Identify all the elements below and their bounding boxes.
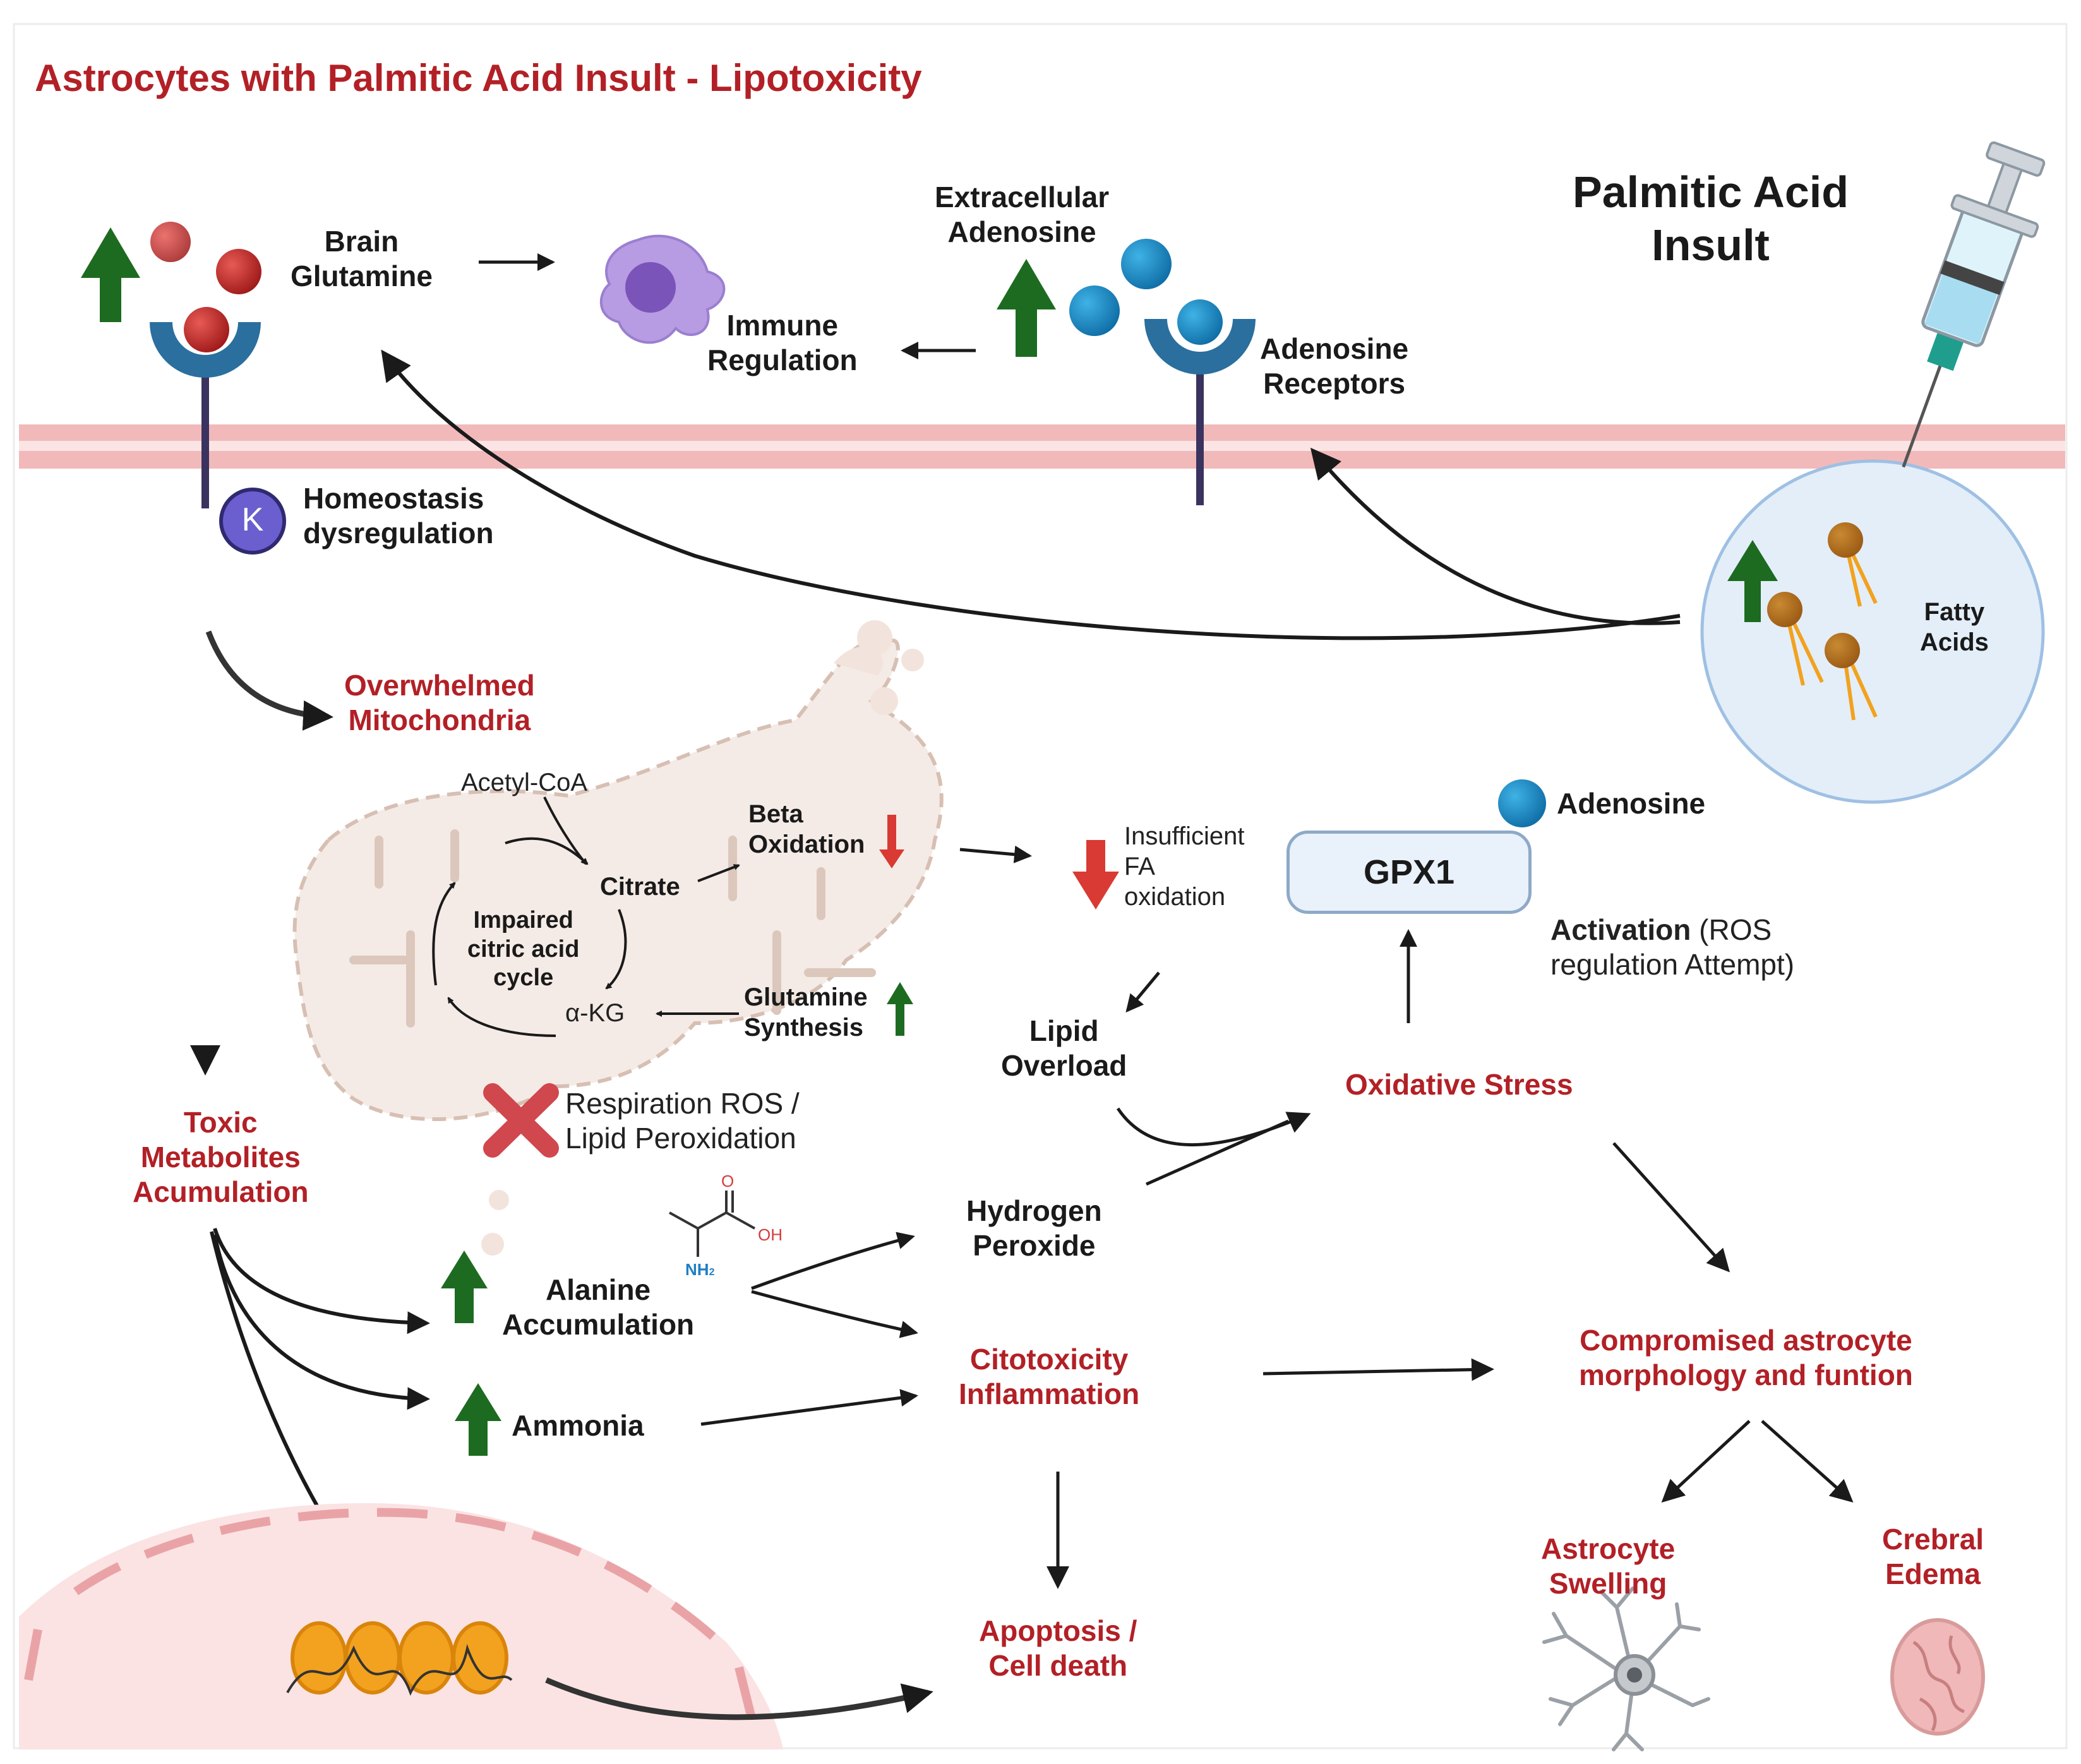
arrow-toxic-to-ammonia bbox=[213, 1234, 430, 1410]
arrow-toxic-to-alanine bbox=[213, 1228, 430, 1335]
arrow-to-overwhelmed-mitochondria bbox=[205, 630, 333, 731]
arrow bbox=[959, 845, 1032, 863]
cycle-arrow bbox=[432, 882, 456, 986]
adenosine-receptor bbox=[1069, 239, 1256, 505]
up-arrow-icon bbox=[997, 259, 1056, 357]
acetyl-coa-label: Acetyl-CoA bbox=[461, 769, 588, 796]
alanine-oxygen-label: O bbox=[721, 1172, 735, 1191]
potassium-ion bbox=[219, 488, 286, 555]
arrow-fatty-acids-to-adenosine bbox=[1310, 447, 1681, 625]
alpha-kg-label: α-KG bbox=[565, 999, 625, 1027]
arrow-alanine-to-peroxide bbox=[751, 1232, 915, 1290]
potassium-symbol: K bbox=[241, 501, 264, 538]
gpx1-box: GPX1 bbox=[1286, 831, 1532, 914]
arrow-peroxide-to-oxidative bbox=[1145, 1119, 1290, 1186]
nucleus-icon bbox=[19, 1503, 783, 1749]
alanine-hydroxyl-label: OH bbox=[758, 1225, 783, 1244]
astrocyte-icon bbox=[1542, 1587, 1710, 1751]
ammonia-label: Ammonia bbox=[512, 1409, 644, 1442]
syringe-icon bbox=[1902, 141, 2046, 468]
fatty-acid-head bbox=[1828, 522, 1863, 558]
down-arrow-icon bbox=[879, 815, 904, 868]
oxidative-stress-label: Oxidative Stress bbox=[1345, 1068, 1573, 1101]
immune-cell-icon bbox=[599, 234, 726, 344]
cross-icon bbox=[483, 1083, 559, 1158]
adenosine-molecule bbox=[1121, 239, 1172, 289]
cycle-arrow bbox=[605, 909, 627, 990]
arrow-citrate-to-beta bbox=[697, 864, 740, 882]
adenosine-molecule bbox=[1069, 285, 1120, 336]
fatty-acid-head bbox=[1767, 592, 1802, 627]
cell-membrane bbox=[19, 424, 2065, 469]
alanine-amine-label: NH2 bbox=[685, 1260, 715, 1279]
page-frame bbox=[13, 23, 2068, 1749]
glutamine-molecule bbox=[184, 307, 229, 352]
up-arrow-icon bbox=[887, 982, 913, 1036]
arrow-oxidative-to-compromised bbox=[1612, 1142, 1730, 1273]
down-arrow-icon bbox=[1072, 840, 1119, 909]
glutamine-molecule bbox=[216, 249, 261, 294]
arrow-to-edema bbox=[1761, 1420, 1854, 1503]
cycle-arrow bbox=[447, 997, 556, 1037]
glutamine-receptor bbox=[150, 222, 261, 508]
activation-label: Activation (ROS regulation Attempt) bbox=[1550, 913, 1795, 981]
adenosine-molecule bbox=[1498, 779, 1546, 827]
alanine-structure-icon bbox=[669, 1191, 755, 1257]
arrow-to-swelling bbox=[1661, 1420, 1751, 1503]
glutamine-molecule bbox=[150, 222, 191, 262]
arrow-acetyl-to-citrate bbox=[543, 796, 587, 865]
citrate-label: Citrate bbox=[600, 873, 680, 901]
arrow bbox=[1125, 971, 1160, 1013]
fatty-acid-head bbox=[1825, 633, 1860, 668]
respiration-ros-label: Respiration ROS /Lipid Peroxidation bbox=[565, 1087, 800, 1155]
arrow-nucleus-to-apoptosis bbox=[545, 1677, 933, 1720]
adenosine-label: Adenosine bbox=[1557, 787, 1706, 820]
brain-icon bbox=[1890, 1618, 1985, 1736]
up-arrow-icon bbox=[81, 227, 140, 322]
fatty-acids-cell bbox=[1700, 459, 2045, 804]
up-arrow-icon bbox=[441, 1251, 488, 1323]
adenosine-molecule bbox=[1177, 299, 1223, 345]
chromatin-icon bbox=[286, 1621, 513, 1696]
page-title: Astrocytes with Palmitic Acid Insult - L… bbox=[35, 57, 922, 99]
arrow-citotoxicity-to-compromised bbox=[1262, 1358, 1494, 1381]
mitochondria-icon bbox=[292, 620, 944, 1256]
apoptosis-label: Apoptosis /Cell death bbox=[979, 1614, 1137, 1683]
arrow-alanine-to-citotoxicity bbox=[751, 1290, 918, 1338]
up-arrow-icon bbox=[1727, 540, 1778, 622]
gpx1-label: GPX1 bbox=[1363, 853, 1455, 891]
arrow-fatty-acids-to-glutamine bbox=[381, 349, 1681, 640]
up-arrow-icon bbox=[455, 1383, 501, 1456]
arrow-ammonia-to-citotoxicity bbox=[700, 1389, 918, 1426]
